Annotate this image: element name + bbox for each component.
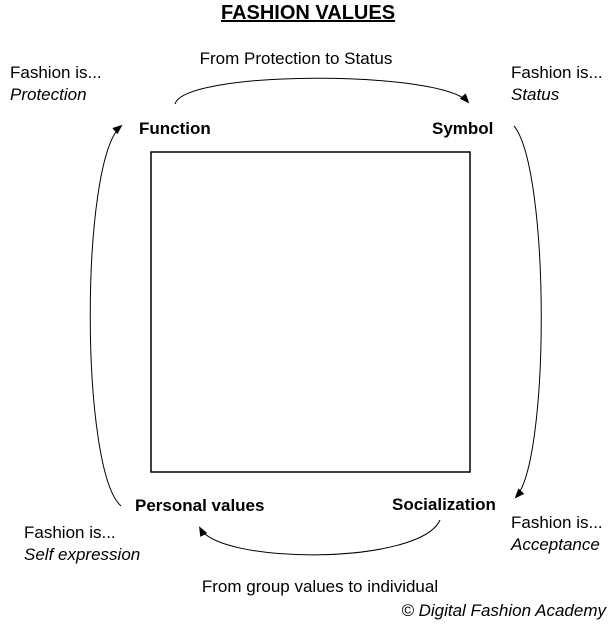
node-function: Function (139, 119, 211, 138)
note-bottom-right-prefix: Fashion is... (511, 513, 603, 532)
credit-text: © Digital Fashion Academy (401, 601, 606, 620)
note-bottom-left-prefix: Fashion is... (24, 523, 116, 542)
center-square (150, 151, 471, 473)
edge-label-bottom: From group values to individual (201, 577, 439, 596)
note-top-right: Fashion is... Status (511, 62, 603, 106)
note-top-left-value: Protection (10, 85, 87, 104)
arrow-personal-to-function (89, 124, 123, 507)
diagram-title: FASHION VALUES (220, 2, 396, 24)
note-bottom-right: Fashion is... Acceptance (511, 512, 603, 556)
note-top-right-value: Status (511, 85, 560, 104)
note-top-right-prefix: Fashion is... (511, 63, 603, 82)
edge-label-top: From Protection to Status (199, 49, 393, 68)
node-socialization: Socialization (392, 495, 496, 514)
note-bottom-left-value: Self expression (24, 545, 141, 564)
note-top-left: Fashion is... Protection (10, 62, 102, 106)
arrow-symbol-to-socialization (513, 125, 542, 499)
note-bottom-left: Fashion is... Self expression (24, 522, 140, 566)
node-personal-values: Personal values (135, 496, 265, 515)
note-top-left-prefix: Fashion is... (10, 63, 102, 82)
arrow-function-to-symbol (174, 77, 470, 105)
node-symbol: Symbol (432, 119, 494, 138)
note-bottom-right-value: Acceptance (511, 535, 600, 554)
arrow-socialization-to-personal (199, 519, 441, 556)
